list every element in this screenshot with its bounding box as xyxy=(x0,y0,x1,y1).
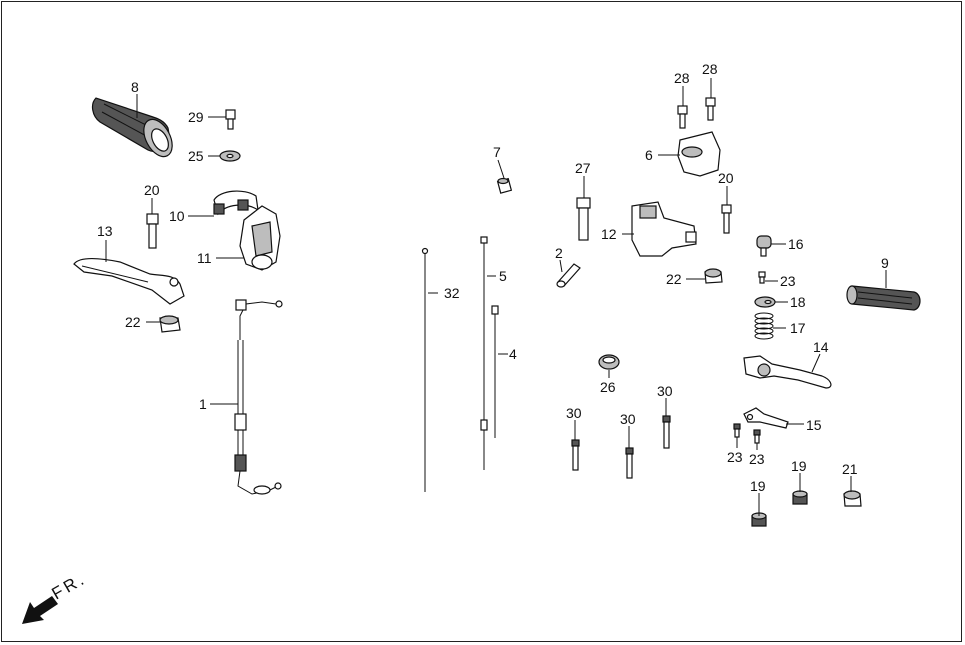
part-bracket-15 xyxy=(743,407,789,429)
part-spring-17 xyxy=(754,312,774,340)
part-left-lever xyxy=(73,257,185,305)
callout-6: 6 xyxy=(645,147,653,163)
part-bolt-20-left xyxy=(146,213,159,249)
callout-30-b: 30 xyxy=(620,411,636,427)
part-right-grip xyxy=(846,285,921,311)
callout-32: 32 xyxy=(444,285,460,301)
callout-12: 12 xyxy=(601,226,617,242)
callout-16: 16 xyxy=(788,236,804,252)
part-screw-23-left xyxy=(733,423,741,438)
part-bolt-27 xyxy=(576,197,591,241)
callout-18: 18 xyxy=(790,294,806,310)
callout-19-b: 19 xyxy=(791,458,807,474)
callout-10: 10 xyxy=(169,208,185,224)
part-pin-2 xyxy=(556,263,581,288)
leader-lines xyxy=(105,78,887,516)
part-perch-12 xyxy=(631,201,697,257)
part-nut-22-left xyxy=(159,315,181,333)
callout-26: 26 xyxy=(600,379,616,395)
callout-7: 7 xyxy=(493,144,501,160)
part-bolt-29 xyxy=(225,109,236,130)
part-right-lever xyxy=(743,355,832,389)
part-bolt-30-c xyxy=(662,415,671,449)
callout-25: 25 xyxy=(188,148,204,164)
callout-27: 27 xyxy=(575,160,591,176)
part-perch-11 xyxy=(239,205,281,271)
part-plunger-16 xyxy=(756,235,772,257)
callout-19-a: 19 xyxy=(750,478,766,494)
part-throttle-cable xyxy=(234,299,283,495)
part-washer-18 xyxy=(754,296,776,308)
callout-23-right: 23 xyxy=(749,451,765,467)
callout-2: 2 xyxy=(555,245,563,261)
callout-22-left: 22 xyxy=(125,314,141,330)
part-collar-7 xyxy=(496,177,513,194)
part-clip-26 xyxy=(598,354,620,370)
callout-8: 8 xyxy=(131,79,139,95)
front-direction-arrow-icon xyxy=(22,596,58,624)
callout-13: 13 xyxy=(97,223,113,239)
callout-labels: 8 29 25 20 10 11 13 22 1 32 5 4 7 2 27 1… xyxy=(97,61,889,494)
part-left-grip xyxy=(91,97,173,158)
callout-23-left: 23 xyxy=(727,449,743,465)
callout-22-right: 22 xyxy=(666,271,682,287)
part-clamp-6 xyxy=(677,131,721,177)
callout-28-right: 28 xyxy=(702,61,718,77)
callout-1: 1 xyxy=(199,396,207,412)
part-nut-19-b xyxy=(792,490,808,505)
callout-30-a: 30 xyxy=(566,405,582,421)
part-nut-21 xyxy=(843,490,862,507)
part-cable-5 xyxy=(480,236,488,470)
callout-30-c: 30 xyxy=(657,383,673,399)
callout-5: 5 xyxy=(499,268,507,284)
callout-4: 4 xyxy=(509,346,517,362)
callout-14: 14 xyxy=(813,339,829,355)
part-bolt-30-a xyxy=(571,439,580,471)
part-cable-32 xyxy=(421,247,429,492)
callout-20-right: 20 xyxy=(718,170,734,186)
callout-29: 29 xyxy=(188,109,204,125)
callout-21: 21 xyxy=(842,461,858,477)
part-nut-22-right xyxy=(704,268,723,284)
front-direction-label: FR. xyxy=(49,569,90,604)
part-cable-4 xyxy=(491,305,499,438)
callout-11: 11 xyxy=(197,250,212,266)
part-bolt-28-left xyxy=(677,105,688,129)
part-screw-23-right xyxy=(753,429,761,444)
part-washer-25 xyxy=(219,150,241,162)
part-bolt-30-b xyxy=(625,447,634,479)
part-bolt-28-right xyxy=(705,97,716,121)
part-screw-23-top xyxy=(758,271,766,284)
callout-15: 15 xyxy=(806,417,822,433)
part-clamp-10 xyxy=(213,190,259,216)
callout-20-left: 20 xyxy=(144,182,160,198)
callout-28-left: 28 xyxy=(674,70,690,86)
callout-9: 9 xyxy=(881,255,889,271)
part-bolt-20-right xyxy=(721,204,732,234)
callout-23-top: 23 xyxy=(780,273,796,289)
callout-17: 17 xyxy=(790,320,806,336)
